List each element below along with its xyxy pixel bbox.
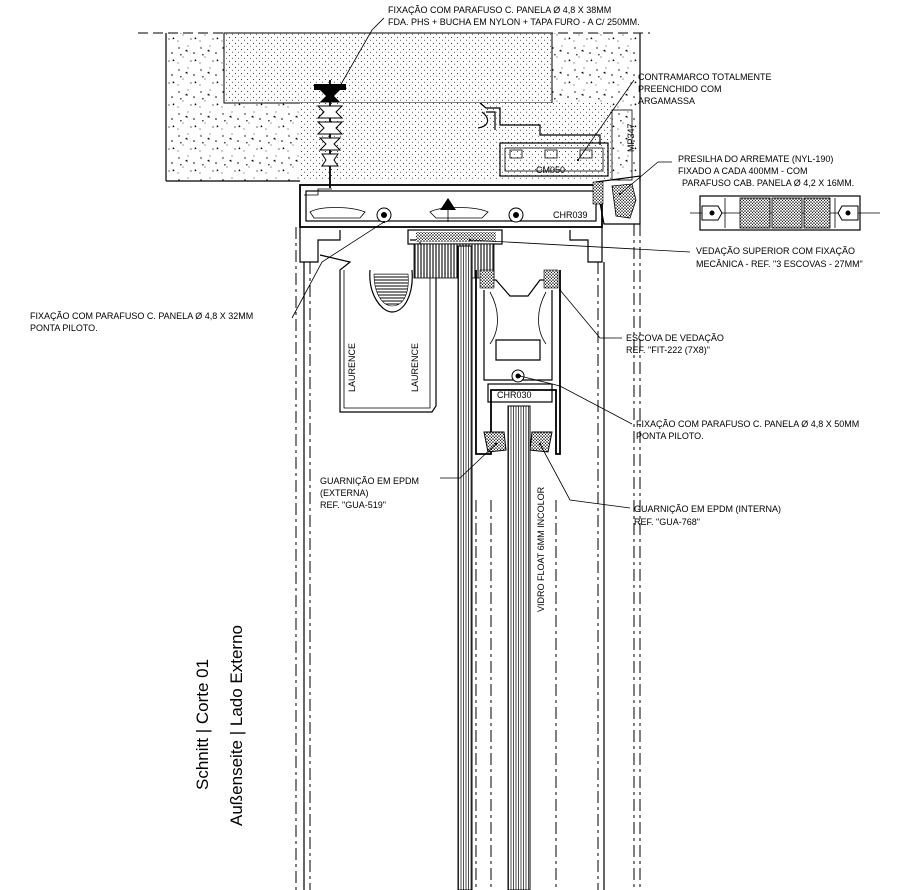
- detail-screw-left: [701, 205, 723, 221]
- gasket-external: [483, 431, 507, 453]
- annotation-top-fixing: FIXAÇÃO COM PARAFUSO C. PANELA Ø 4,8 X 3…: [388, 5, 640, 27]
- leader-lines: [291, 17, 691, 509]
- label-contramarco-3: ARGAMASSA: [638, 96, 695, 106]
- head-frame-chr039: CHR039: [299, 184, 603, 263]
- annotation-gasket-external: GUARNIÇÃO EM EPDM (EXTERNA) REF. "GUA-51…: [320, 476, 419, 510]
- brand-label-b: LAURENCE: [410, 343, 420, 392]
- label-vedacao-2: MECÂNICA - REF. "3 ESCOVAS - 27MM": [696, 259, 863, 269]
- glass-label: VIDRO FLOAT 6MM INCOLOR: [536, 486, 546, 612]
- screw-head-a: [376, 207, 392, 223]
- detail-screw-right: [837, 205, 859, 221]
- code-cm050: CM050: [536, 165, 565, 175]
- code-chr030: CHR030: [497, 390, 532, 400]
- title-line-1: Schnitt | Corte 01: [193, 659, 212, 790]
- annotation-escova: ESCOVA DE VEDAÇÃO REF. "FIT-222 (7X8)": [626, 333, 724, 355]
- label-escova-2: REF. "FIT-222 (7X8)": [626, 345, 710, 355]
- label-gasket-ext-2: (EXTERNA): [320, 488, 369, 498]
- label-contramarco-1: CONTRAMARCO TOTALMENTE: [638, 72, 772, 82]
- label-presilha-2: FIXADO A CADA 400MM - COM: [678, 166, 808, 176]
- annotation-presilha: PRESILHA DO ARREMATE (NYL-190) FIXADO A …: [678, 154, 854, 188]
- code-mp347: MP347: [626, 123, 636, 152]
- label-fixing-top-1: FIXAÇÃO COM PARAFUSO C. PANELA Ø 4,8 X 3…: [388, 5, 611, 15]
- sash-chr030: CHR030: [475, 269, 561, 455]
- contramarco-profile: [477, 102, 633, 181]
- annotation-contramarco: CONTRAMARCO TOTALMENTE PREENCHIDO COM AR…: [638, 72, 772, 106]
- label-gasket-ext-1: GUARNIÇÃO EM EPDM: [320, 476, 419, 486]
- gasket-internal: [529, 431, 553, 453]
- jamb-lines: [295, 224, 641, 890]
- roller-carriage: LAURENCE LAURENCE: [319, 239, 437, 413]
- label-fixing-top-2: FDA. PHS + BUCHA EM NYLON + TAPA FURO - …: [388, 17, 640, 27]
- annotation-gasket-internal: GUARNIÇÃO EM EPDM (INTERNA) REF. "GUA-76…: [634, 504, 781, 527]
- label-gasket-ext-3: REF. "GUA-519": [320, 500, 386, 510]
- label-contramarco-2: PREENCHIDO COM: [638, 84, 722, 94]
- label-gasket-int-2: REF. "GUA-768": [634, 517, 700, 527]
- label-fixing-left-1: FIXAÇÃO COM PARAFUSO C. PANELA Ø 4,8 X 3…: [30, 311, 253, 321]
- label-fixing-right-2: PONTA PILOTO.: [636, 431, 704, 441]
- brand-label-a: LAURENCE: [347, 343, 357, 392]
- top-screw-anchor: [314, 80, 346, 188]
- drawing-title: Schnitt | Corte 01 Außenseite | Lado Ext…: [193, 625, 246, 826]
- annotation-vedacao: VEDAÇÃO SUPERIOR COM FIXAÇÃO MECÂNICA - …: [696, 246, 863, 269]
- screw-head-b: [508, 207, 524, 223]
- label-presilha-3: PARAFUSO CAB. PANELA Ø 4,2 X 16MM.: [682, 178, 854, 188]
- label-presilha-1: PRESILHA DO ARREMATE (NYL-190): [678, 154, 833, 164]
- code-chr039: CHR039: [553, 210, 588, 220]
- annotation-fixing-left: FIXAÇÃO COM PARAFUSO C. PANELA Ø 4,8 X 3…: [30, 311, 253, 333]
- sash-screw: [511, 369, 525, 383]
- label-fixing-right-1: FIXAÇÃO COM PARAFUSO C. PANELA Ø 4,8 X 5…: [636, 419, 859, 429]
- annotation-fixing-right: FIXAÇÃO COM PARAFUSO C. PANELA Ø 4,8 X 5…: [636, 419, 859, 441]
- label-vedacao-1: VEDAÇÃO SUPERIOR COM FIXAÇÃO: [696, 246, 855, 256]
- glass-pane: VIDRO FLOAT 6MM INCOLOR: [457, 245, 546, 890]
- brush-seal-detail: [690, 195, 880, 231]
- label-fixing-left-2: PONTA PILOTO.: [30, 323, 98, 333]
- label-escova-1: ESCOVA DE VEDAÇÃO: [626, 333, 724, 343]
- title-line-2: Außenseite | Lado Externo: [227, 625, 246, 826]
- mortar-fill: [223, 32, 612, 181]
- sash-side-brushes: [479, 269, 559, 289]
- label-gasket-int-1: GUARNIÇÃO EM EPDM (INTERNA): [634, 504, 781, 514]
